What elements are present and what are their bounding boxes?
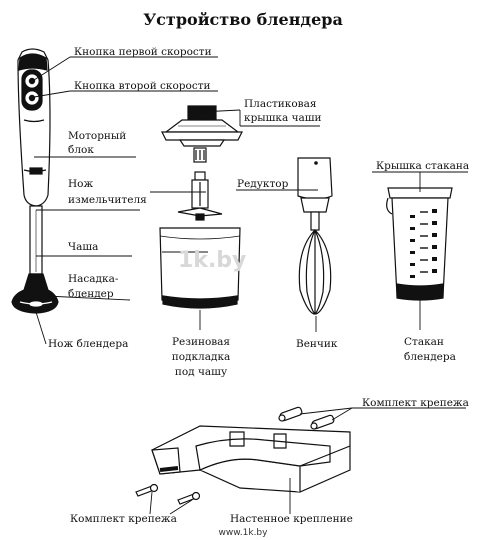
label-wall-mount: Настенное крепление — [230, 513, 353, 525]
label-plastic-lid-line2: крышка чаши — [244, 112, 322, 124]
label-speed2-button: Кнопка второй скорости — [74, 80, 211, 92]
label-cup-lid: Крышка стакана — [376, 160, 470, 172]
wall-mount — [135, 406, 351, 505]
label-cup-line2: блендера — [404, 351, 456, 363]
label-bowl: Чаша — [68, 241, 99, 253]
label-chopper-knife-line2: измельчителя — [68, 194, 147, 206]
label-motor-line2: блок — [68, 144, 94, 156]
label-cup-line1: Стакан — [404, 336, 444, 348]
label-blender-knife: Нож блендера — [48, 338, 129, 350]
fastener-kit-left — [135, 483, 201, 505]
chopper-assembly — [159, 105, 243, 309]
label-rubber-pad-line1: Резиновая — [171, 336, 231, 348]
label-whisk: Венчик — [296, 338, 338, 350]
site-footer: www.1k.by — [218, 528, 268, 538]
fastener-kit-right — [278, 406, 335, 430]
label-plastic-lid-line1: Пластиковая — [244, 98, 317, 110]
label-reducer: Редуктор — [237, 178, 289, 190]
leader-lines — [33, 56, 468, 515]
label-chopper-knife-line1: Нож — [68, 178, 94, 190]
blender-cup — [386, 187, 453, 301]
label-motor-line1: Моторный — [68, 130, 127, 142]
whisk-assembly — [297, 157, 333, 315]
label-fastener-kit-left: Комплект крепежа — [70, 513, 177, 525]
label-blender-attachment-line1: Насадка- — [68, 273, 119, 285]
label-rubber-pad-line2: подкладка — [171, 351, 231, 363]
watermark: 1k.by — [178, 248, 247, 273]
label-fastener-kit-right: Комплект крепежа — [362, 397, 469, 409]
label-rubber-pad-line3: под чашу — [174, 366, 228, 378]
hand-blender — [11, 48, 59, 314]
page-title: Устройство блендера — [143, 10, 343, 29]
label-blender-attachment-line2: блендер — [68, 288, 114, 300]
label-speed1-button: Кнопка первой скорости — [74, 46, 212, 58]
